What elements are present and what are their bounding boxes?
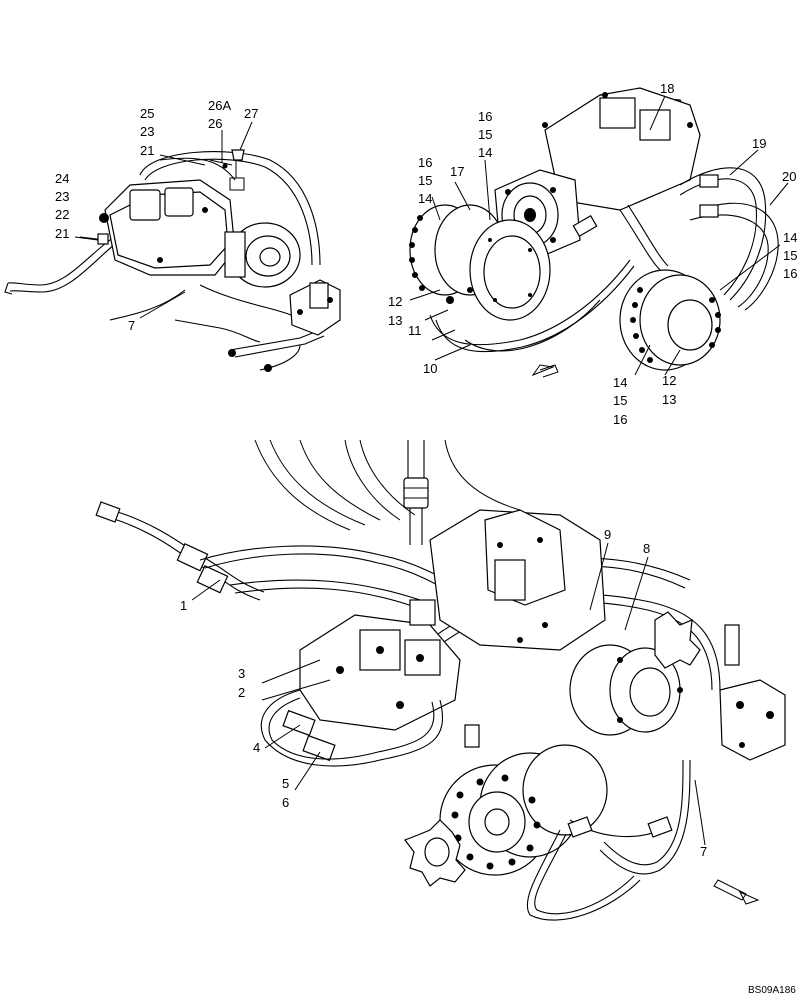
callout-21: 21 — [140, 143, 154, 158]
callout-26: 26 — [208, 116, 222, 131]
callout-25: 25 — [140, 106, 154, 121]
direction-arrow-bottom — [713, 879, 760, 905]
callout-10: 10 — [423, 361, 437, 376]
top-right-leaders — [409, 95, 789, 376]
callout-14: 14 — [478, 145, 492, 160]
top-right-callouts: 18 19 20 16 15 14 16 15 14 17 14 15 16 1… — [388, 81, 797, 427]
callout-5: 5 — [282, 776, 289, 791]
callout-4: 4 — [253, 740, 260, 755]
callout-16: 16 — [613, 412, 627, 427]
callout-15: 15 — [613, 393, 627, 408]
callout-26a: 26A — [208, 98, 231, 113]
callout-14: 14 — [783, 230, 797, 245]
drive-motor-view — [409, 87, 779, 378]
callout-11: 11 — [408, 323, 422, 338]
callout-7: 7 — [700, 844, 707, 859]
callout-18: 18 — [660, 81, 674, 96]
callout-21: 21 — [55, 226, 69, 241]
callout-8: 8 — [643, 541, 650, 556]
top-left-leaders — [74, 121, 253, 319]
callout-20: 20 — [782, 169, 796, 184]
callout-16: 16 — [783, 266, 797, 281]
reference-code: BS09A186 — [748, 985, 796, 996]
callout-14: 14 — [613, 375, 627, 390]
callout-15: 15 — [478, 127, 492, 142]
pump-assembly-view — [4, 149, 341, 372]
bottom-leaders — [191, 542, 706, 846]
callout-15: 15 — [783, 248, 797, 263]
callout-19: 19 — [752, 136, 766, 151]
callout-16: 16 — [418, 155, 432, 170]
callout-22: 22 — [55, 207, 69, 222]
lower-hub-bolts — [451, 774, 541, 870]
callout-1: 1 — [180, 598, 187, 613]
callout-16: 16 — [478, 109, 492, 124]
callout-9: 9 — [604, 527, 611, 542]
right-hub-bolts — [630, 287, 721, 363]
callout-23: 23 — [140, 124, 154, 139]
callout-14: 14 — [418, 191, 432, 206]
callout-24: 24 — [55, 171, 69, 186]
callout-12: 12 — [388, 294, 402, 309]
callout-6: 6 — [282, 795, 289, 810]
callout-2: 2 — [238, 685, 245, 700]
top-left-callouts: 25 23 21 26A 26 27 24 23 22 21 7 — [55, 98, 258, 333]
left-hub-bolts — [409, 215, 425, 291]
callout-13: 13 — [662, 392, 676, 407]
callout-23: 23 — [55, 189, 69, 204]
direction-arrow-top — [531, 364, 559, 378]
callout-12: 12 — [662, 373, 676, 388]
callout-13: 13 — [388, 313, 402, 328]
callout-27: 27 — [244, 106, 258, 121]
callout-15: 15 — [418, 173, 432, 188]
callout-3: 3 — [238, 666, 245, 681]
callout-17: 17 — [450, 164, 464, 179]
full-assembly-view — [95, 439, 786, 921]
bottom-callouts: 1 3 2 4 5 6 9 8 7 — [180, 527, 707, 859]
callout-7: 7 — [128, 318, 135, 333]
